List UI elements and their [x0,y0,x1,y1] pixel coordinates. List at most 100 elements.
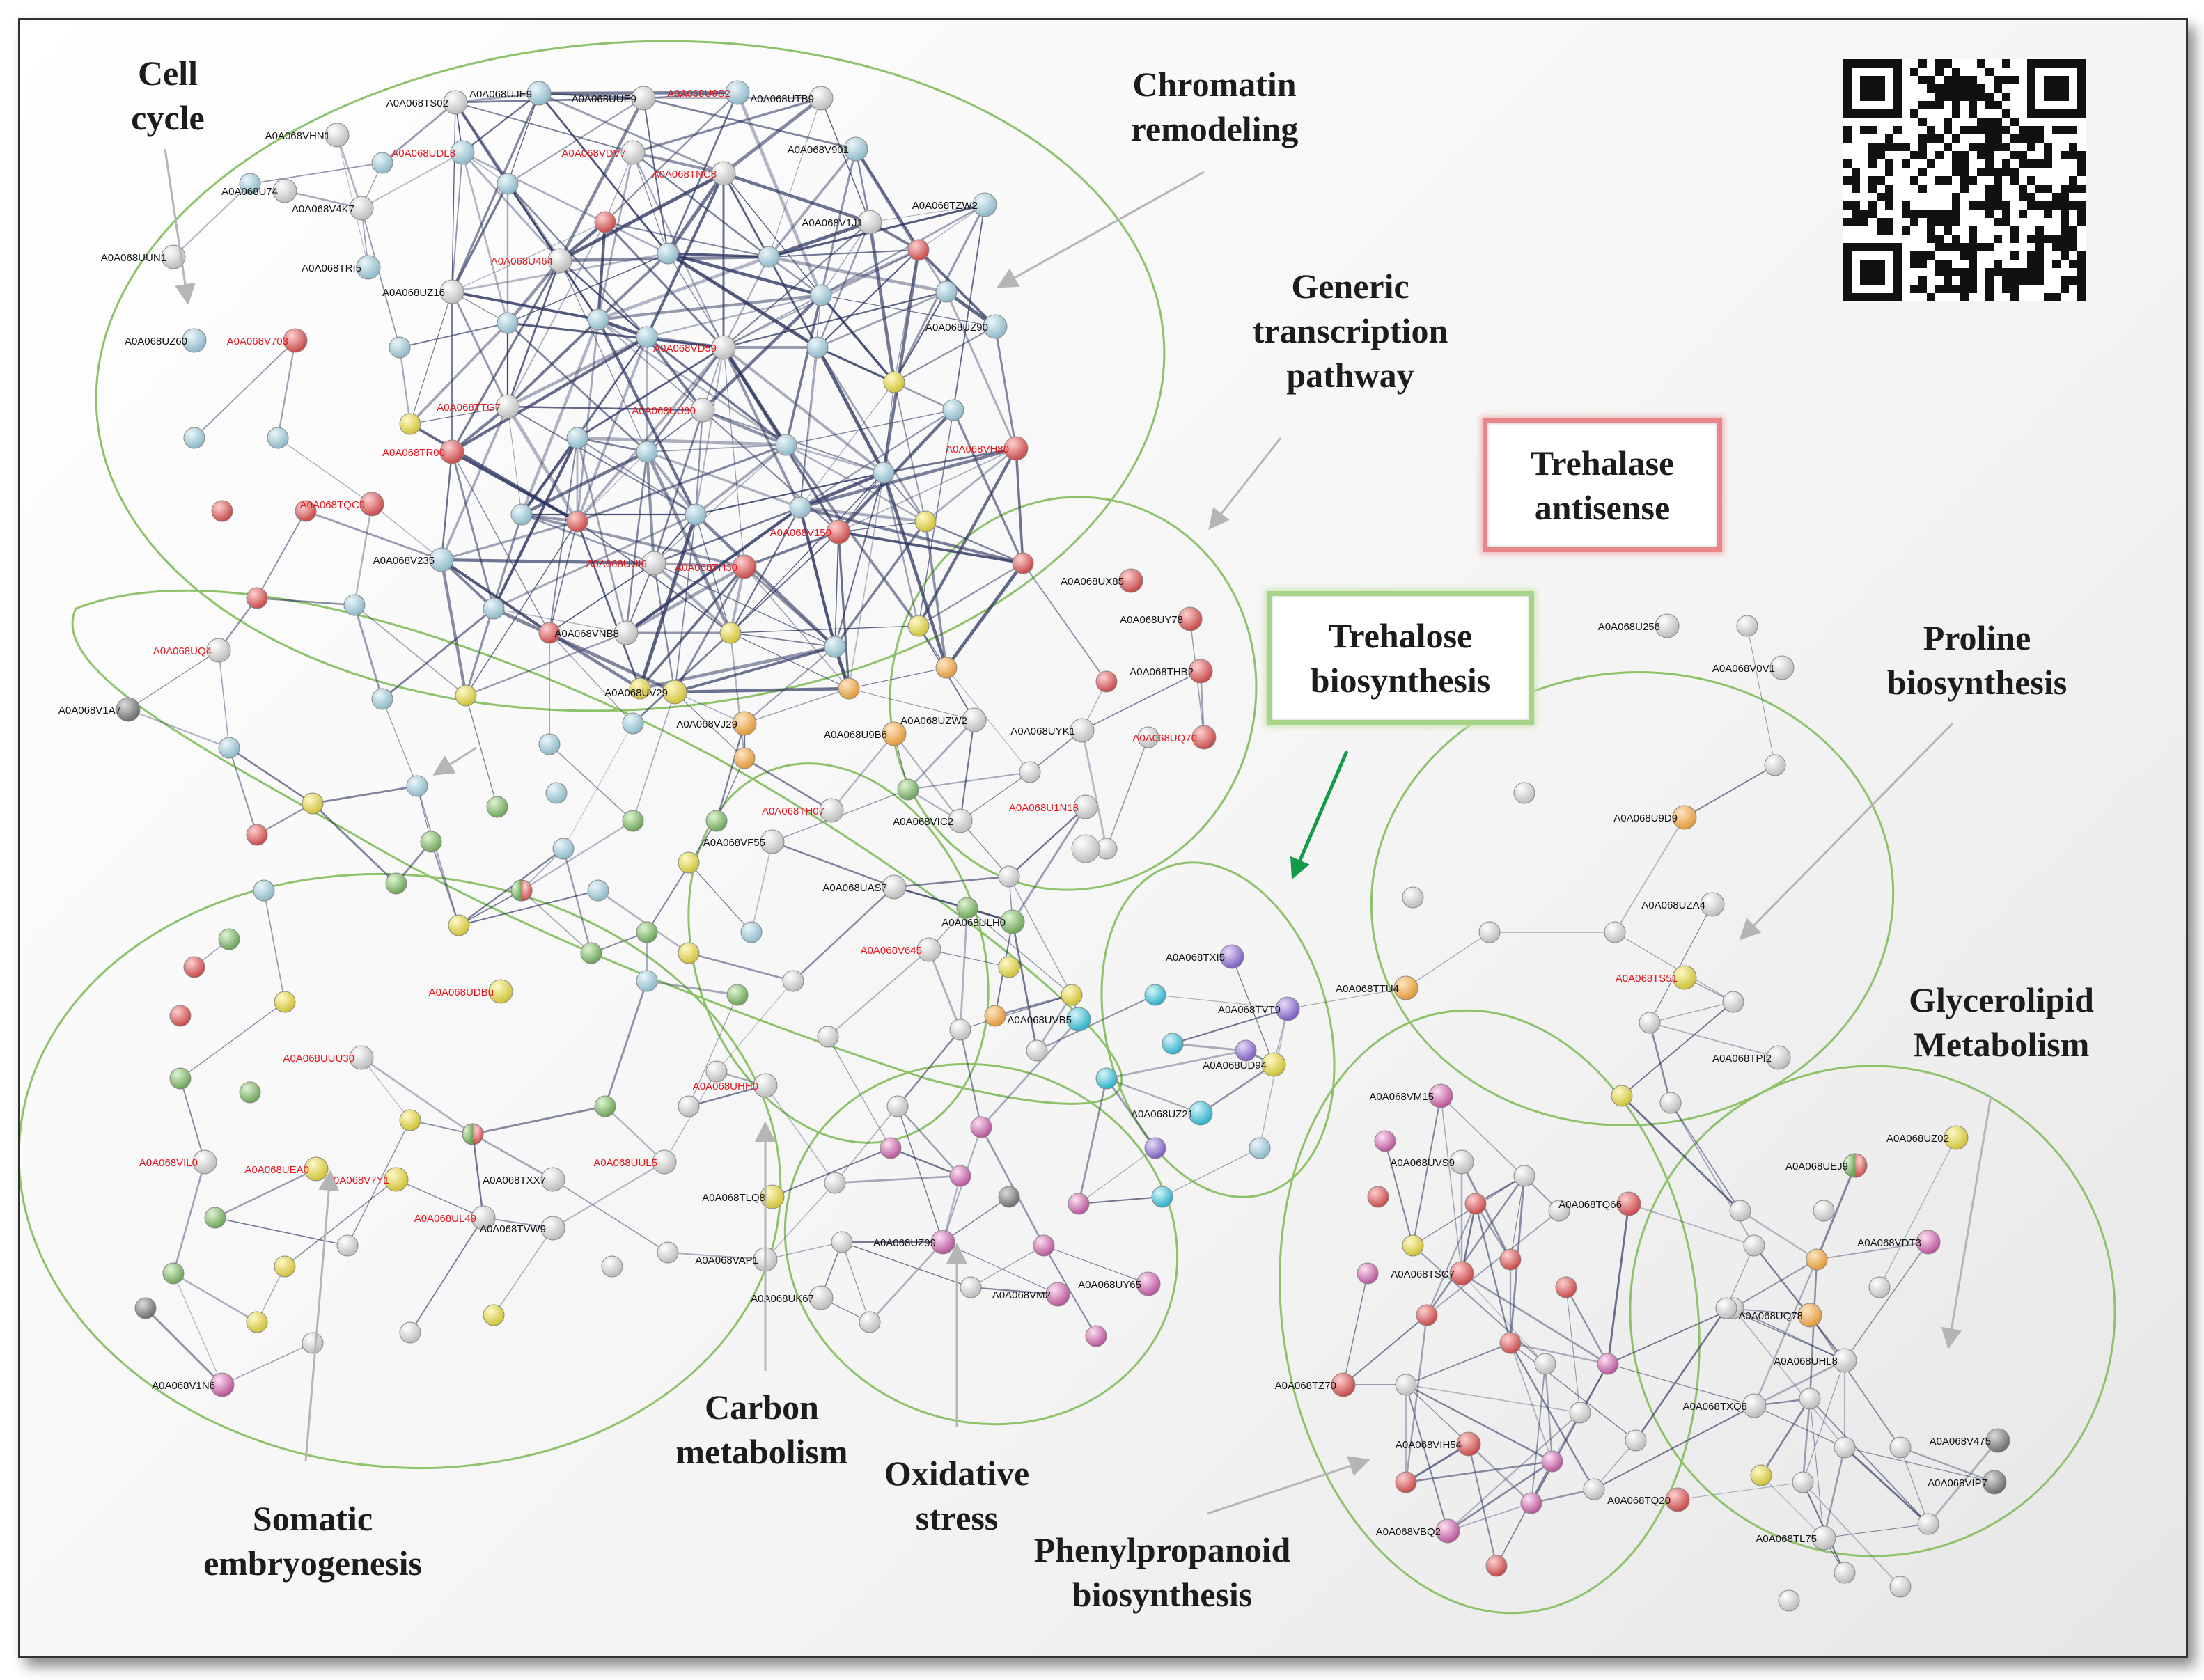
edge [361,207,400,348]
node-circle [587,879,609,902]
node-circle [182,328,207,353]
edge [1802,1482,1901,1587]
edge [645,450,733,634]
edge [1670,1102,1741,1211]
edge [1510,1342,1553,1462]
edge [1760,1398,1811,1476]
edge [1035,994,1073,1051]
edge [597,889,689,955]
edge [1287,987,1407,1010]
node-circle [843,136,868,162]
node-label: A0A068TQ20 [1607,1495,1671,1507]
edge [256,597,355,606]
node-circle [1625,1429,1647,1452]
edge [506,260,561,407]
node-circle [455,684,477,707]
edge [1565,1287,1581,1413]
edge [688,952,794,982]
node-label: A0A068UZ21 [1131,1108,1194,1120]
node-circle [134,1297,157,1319]
edge [768,256,822,297]
edge [652,563,676,693]
edge [837,531,850,689]
edge [652,409,704,564]
edge [960,994,1072,1030]
node-circle [1188,659,1213,684]
edge [1461,1273,1546,1365]
node-circle [1499,1248,1522,1271]
edge [831,733,895,811]
node-circle [218,737,240,759]
edge [1531,1363,1546,1504]
node-circle [1019,761,1041,783]
edge [772,840,895,888]
edge [838,448,1017,533]
edge [848,472,884,689]
label-carbon-metabolism: Carbon metabolism [675,1388,848,1471]
edge [521,513,745,568]
edge [799,505,926,524]
edge [1405,932,1490,989]
node-label: A0A068UEJ9 [1785,1161,1848,1172]
edge [816,347,927,522]
node-label: A0A068UQ78 [1738,1310,1803,1322]
node-circle [629,677,651,700]
edge [507,406,522,515]
node-circle [162,1262,185,1285]
edge [817,290,947,349]
node-circle [1672,805,1697,830]
node-circle [1832,1348,1857,1373]
node-circle [622,810,644,832]
node-circle [1499,1332,1522,1354]
node-circle [652,1149,677,1175]
edge [799,295,822,508]
edge [694,409,704,515]
edge [730,625,919,634]
node-circle [711,161,736,186]
node-label: A0A068UHL8 [1774,1356,1838,1367]
edge [1425,1175,1526,1316]
trehalose-biosynthesis-box: Trehalose biosynthesis [1267,591,1534,725]
edge [1802,1360,1845,1483]
edge [604,221,769,258]
edge [1162,1147,1260,1198]
node-label: A0A068UDL8 [391,148,455,159]
node-label: A0A068UTB9 [750,93,814,105]
edge [409,1217,484,1333]
label-phenylpropanoid-biosynthesis: Phenylpropanoid biosynthesis [1033,1530,1291,1614]
edge [221,1342,313,1385]
label-glycerolipid-metabolism: Glycerolipid Metabolism [1909,980,2094,1064]
node-label: A0A068UVB5 [1007,1014,1072,1026]
edge [173,1273,223,1385]
node-circle [678,942,700,964]
edge [461,152,509,324]
edge [1565,1287,1609,1365]
edge [1802,1398,1811,1483]
node-label: A0A068TVT9 [1218,1004,1281,1016]
node-circle [206,638,231,663]
node-label: A0A068VM15 [1369,1091,1434,1103]
edge [347,1120,411,1246]
edge [917,249,997,328]
edge [451,183,509,292]
node-circle [725,80,750,105]
edge [451,290,599,321]
edge [399,322,508,348]
node-circle [824,636,846,658]
edge [1628,1203,1755,1246]
edge [430,841,460,926]
node-circle [1261,1052,1286,1077]
edge [454,102,509,185]
node-circle [732,554,757,579]
node-circle [448,914,470,936]
edge [284,1179,397,1267]
node-label: A0A068VD59 [653,343,717,354]
label-oxidative-stress: Oxidative stress [884,1454,1030,1537]
node-label: A0A068UD94 [1203,1060,1267,1071]
node-circle [1275,996,1300,1021]
edge [883,382,895,473]
node-circle [1095,1067,1118,1090]
node-label: A0A068U464 [491,256,553,267]
edge [1467,1443,1498,1567]
node-circle [192,1149,217,1175]
